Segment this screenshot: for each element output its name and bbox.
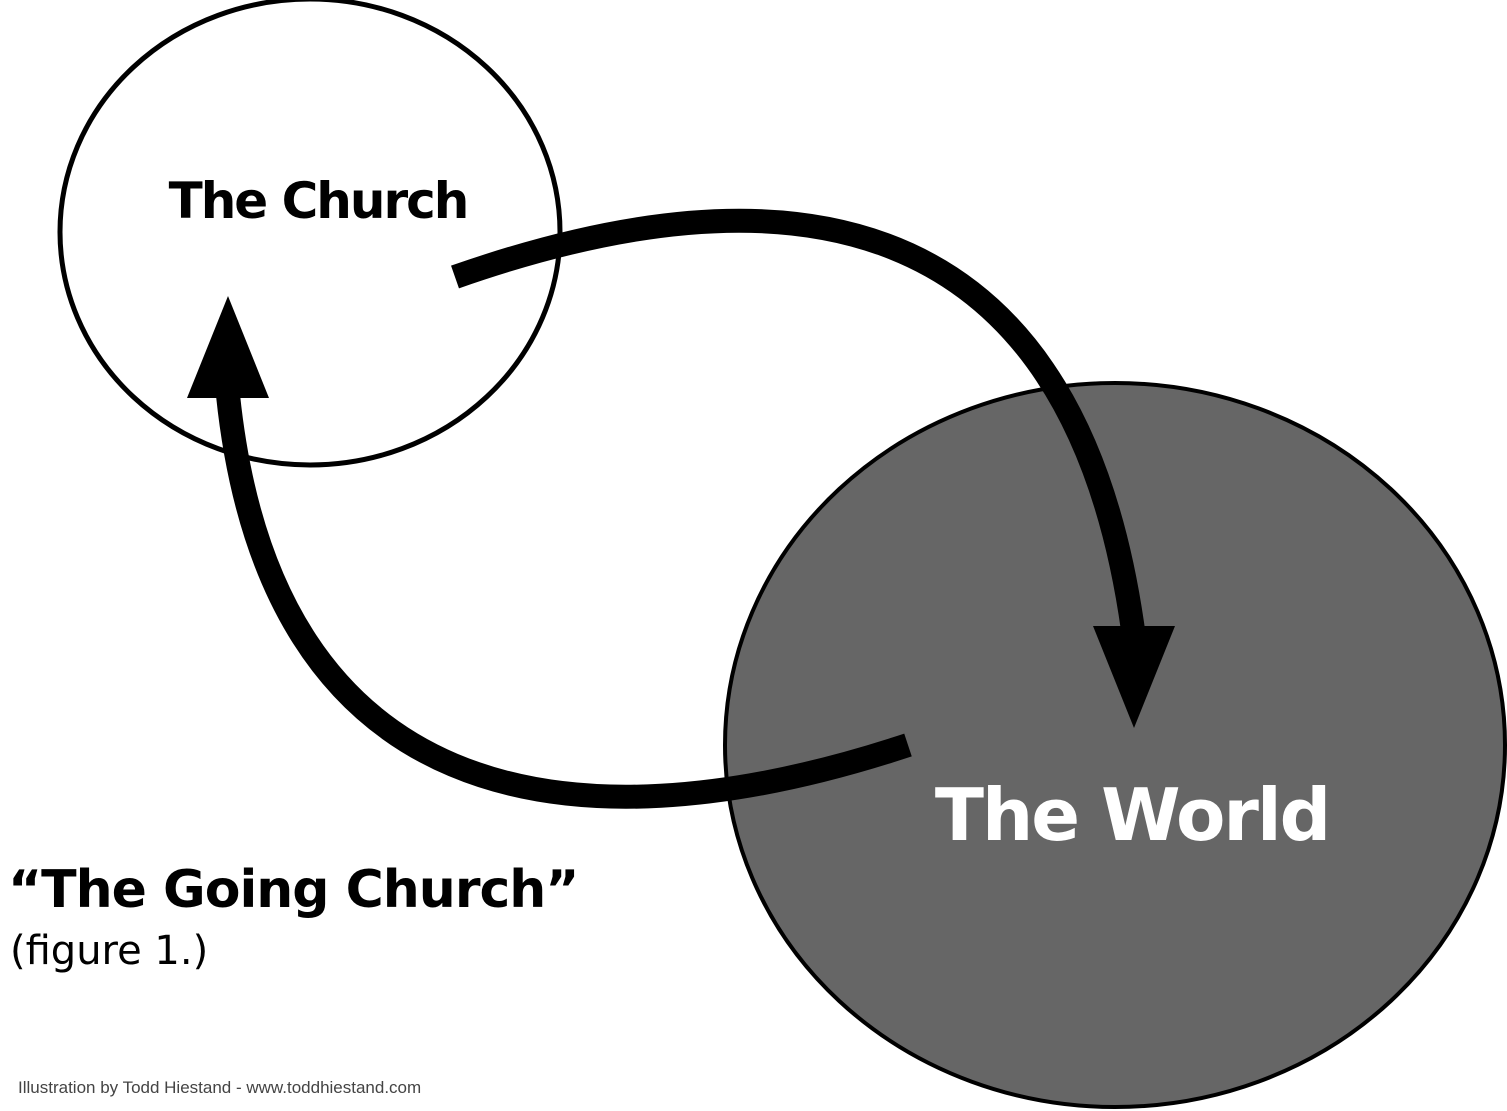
church-label: The Church bbox=[169, 172, 468, 230]
arrowhead-to-world bbox=[1093, 626, 1175, 728]
illustration-credit: Illustration by Todd Hiestand - www.todd… bbox=[18, 1078, 422, 1097]
world-label: The World bbox=[935, 773, 1329, 857]
arrow-church-to-world bbox=[451, 208, 1145, 632]
arrowhead-to-church bbox=[187, 296, 269, 398]
world-circle bbox=[723, 381, 1507, 1109]
church-circle bbox=[57, 0, 563, 468]
arrow-world-to-church bbox=[216, 393, 912, 809]
figure-caption: (figure 1.) bbox=[10, 928, 209, 974]
figure-title: “The Going Church” bbox=[8, 860, 579, 920]
